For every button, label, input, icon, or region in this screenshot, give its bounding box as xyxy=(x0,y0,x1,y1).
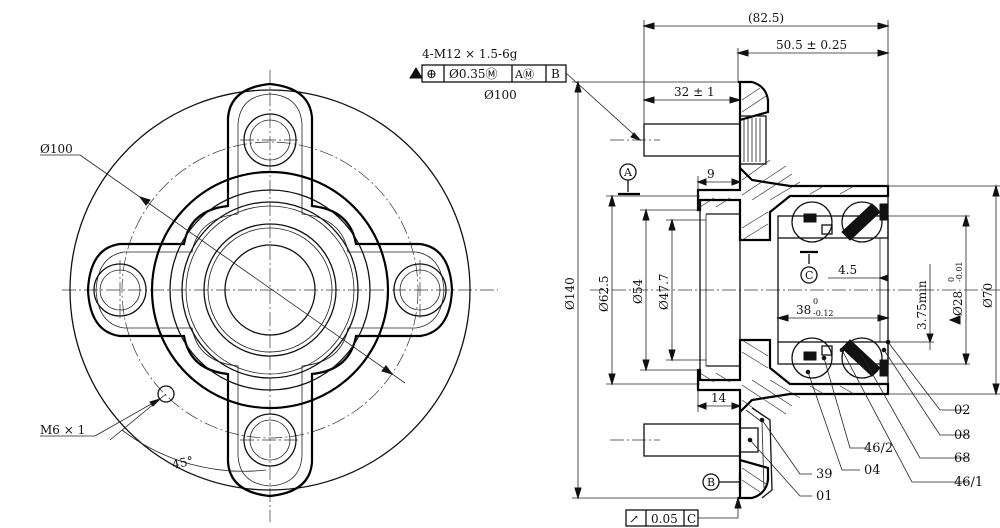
pitch-circle xyxy=(121,141,419,439)
runout-symbol: ↗ xyxy=(629,512,639,526)
section-view xyxy=(572,20,1000,527)
label-tolerance: Ø0.35Ⓜ xyxy=(449,67,498,81)
callout-46-2: 46/2 xyxy=(864,441,893,456)
dia100-leader xyxy=(79,154,406,384)
runout-value: 0.05 xyxy=(651,512,678,526)
tolerance-frame: 4-M12 × 1.5-6g ⊕ Ø0.35Ⓜ AⓂ B Ø100 xyxy=(409,47,642,142)
callout-01: 01 xyxy=(816,489,833,504)
dim-9: 9 xyxy=(707,167,715,181)
runout-datum: C xyxy=(687,512,696,526)
dim-d62-5: Ø62.5 xyxy=(597,275,611,312)
datum-b-label: B xyxy=(707,476,715,489)
m6-hole xyxy=(157,385,175,403)
label-angle-45: 45° xyxy=(171,454,195,472)
label-datum-b: B xyxy=(551,67,560,81)
stud-head-top xyxy=(739,115,767,165)
label-datum-am: AⓂ xyxy=(514,68,534,81)
dim-d54: Ø54 xyxy=(631,279,645,304)
dim-14: 14 xyxy=(711,391,727,405)
seal-bottom xyxy=(879,359,889,377)
callout-04: 04 xyxy=(864,463,881,478)
position-symbol: ⊕ xyxy=(426,67,437,82)
label-frame-dia100: Ø100 xyxy=(484,88,517,102)
datum-a-label: A xyxy=(623,166,633,179)
dim-38: 38 xyxy=(796,303,811,317)
dim-d70: Ø70 xyxy=(981,283,995,308)
triangle-marker xyxy=(409,67,423,79)
bearing-ball-bottom-2 xyxy=(841,337,883,379)
dim-stud: 32 ± 1 xyxy=(674,85,715,99)
dim-3-75: 3.75min xyxy=(915,280,929,330)
dim-d47-7: Ø47.7 xyxy=(657,273,671,310)
front-view xyxy=(40,70,498,522)
datum-c-bubble xyxy=(800,266,818,284)
dim-4-5: 4.5 xyxy=(838,263,857,277)
dim-flange: 50.5 ± 0.25 xyxy=(776,38,847,52)
label-dia100: Ø100 xyxy=(40,142,73,156)
flange-inner-outline xyxy=(95,93,445,487)
bearing-ball-top-2 xyxy=(841,201,883,243)
datum-c-label: C xyxy=(805,269,813,282)
dim-d28-tol-dn: -0.01 xyxy=(955,261,964,282)
dim-d28: Ø28 xyxy=(951,291,965,316)
dim-overall: (82.5) xyxy=(748,11,784,25)
callout-46-1: 46/1 xyxy=(954,475,983,490)
outer-circle xyxy=(69,89,471,491)
hub-ring-3 xyxy=(181,201,359,379)
stud-head-bottom xyxy=(739,427,759,453)
dim-38-tol-up: 0 xyxy=(813,297,818,306)
abs-ring xyxy=(751,407,773,499)
seal-top xyxy=(879,203,889,221)
callout-02: 02 xyxy=(954,403,971,418)
hub-ring-1 xyxy=(150,170,390,410)
bore-circle xyxy=(224,244,316,336)
callout-68: 68 xyxy=(954,451,971,466)
label-m6: M6 × 1 xyxy=(40,423,85,437)
callout-leaders xyxy=(749,341,968,497)
hub-ring-4 xyxy=(203,223,337,357)
angle-arc xyxy=(121,429,267,472)
callout-08: 08 xyxy=(954,428,971,443)
label-thread-spec: 4-M12 × 1.5-6g xyxy=(422,47,518,61)
dim-d140: Ø140 xyxy=(563,277,577,310)
dim-d28-tol-up: 0 xyxy=(947,277,956,282)
bearing-ball-bottom-1 xyxy=(791,337,833,379)
callout-39: 39 xyxy=(816,467,833,482)
flange-outline xyxy=(86,82,454,498)
bearing-ball-top-1 xyxy=(791,201,833,243)
dim-38-tol-dn: -0.12 xyxy=(813,309,834,318)
hub-ring-2 xyxy=(169,189,371,391)
